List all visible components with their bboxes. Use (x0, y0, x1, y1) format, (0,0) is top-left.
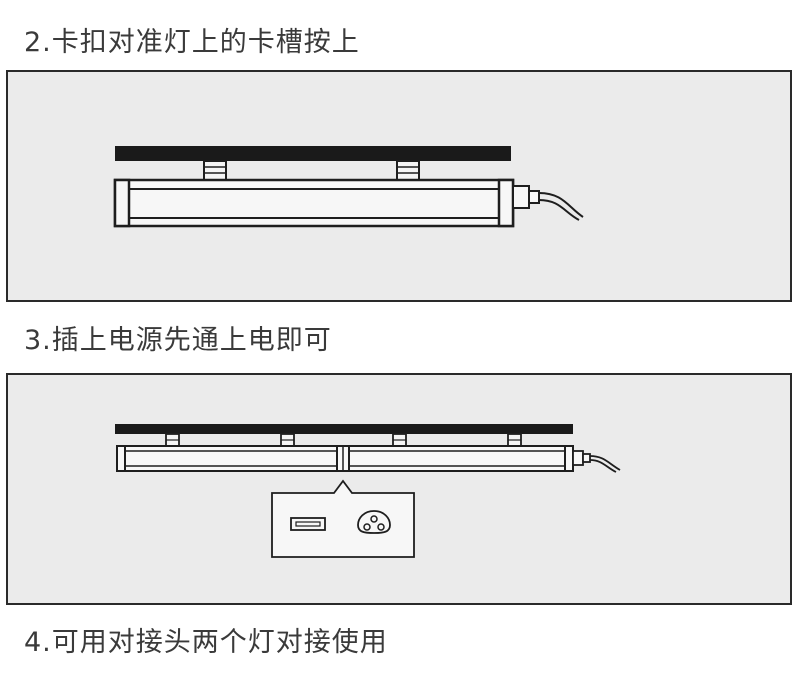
step-2-caption: 2.卡扣对准灯上的卡槽按上 (24, 20, 360, 59)
led-tube (113, 178, 515, 228)
led-tube-left (116, 445, 338, 472)
step-3-4-illustration (6, 373, 792, 605)
connector-callout (271, 479, 415, 558)
mounting-rail (115, 424, 573, 434)
three-pin-socket-icon (357, 510, 391, 534)
mounting-clip (396, 160, 420, 182)
step-2-number: 2. (24, 27, 52, 58)
step-2-illustration (6, 70, 792, 302)
mounting-clip (392, 433, 407, 447)
step-2-text: 卡扣对准灯上的卡槽按上 (51, 27, 360, 58)
mounting-clip (203, 160, 227, 182)
step-3-text: 插上电源先通上电即可 (51, 325, 332, 356)
power-cable (589, 455, 621, 471)
mounting-rail (115, 146, 511, 161)
tube-connector (336, 445, 350, 472)
step-4-text: 可用对接头两个灯对接使用 (51, 627, 388, 658)
usb-port-icon (290, 517, 326, 531)
mounting-clip (165, 433, 180, 447)
mounting-clip (280, 433, 295, 447)
single-tube-diagram (113, 146, 584, 228)
step-4-number: 4. (24, 627, 52, 658)
power-plug (572, 450, 591, 466)
step-3-number: 3. (24, 325, 52, 356)
mounting-clip (507, 433, 522, 447)
step-3-caption: 3.插上电源先通上电即可 (24, 318, 332, 357)
led-tube-right (348, 445, 574, 472)
linked-tubes-diagram (115, 424, 621, 558)
power-cable (538, 192, 584, 218)
step-4-caption: 4.可用对接头两个灯对接使用 (24, 620, 388, 659)
power-plug (512, 185, 540, 209)
